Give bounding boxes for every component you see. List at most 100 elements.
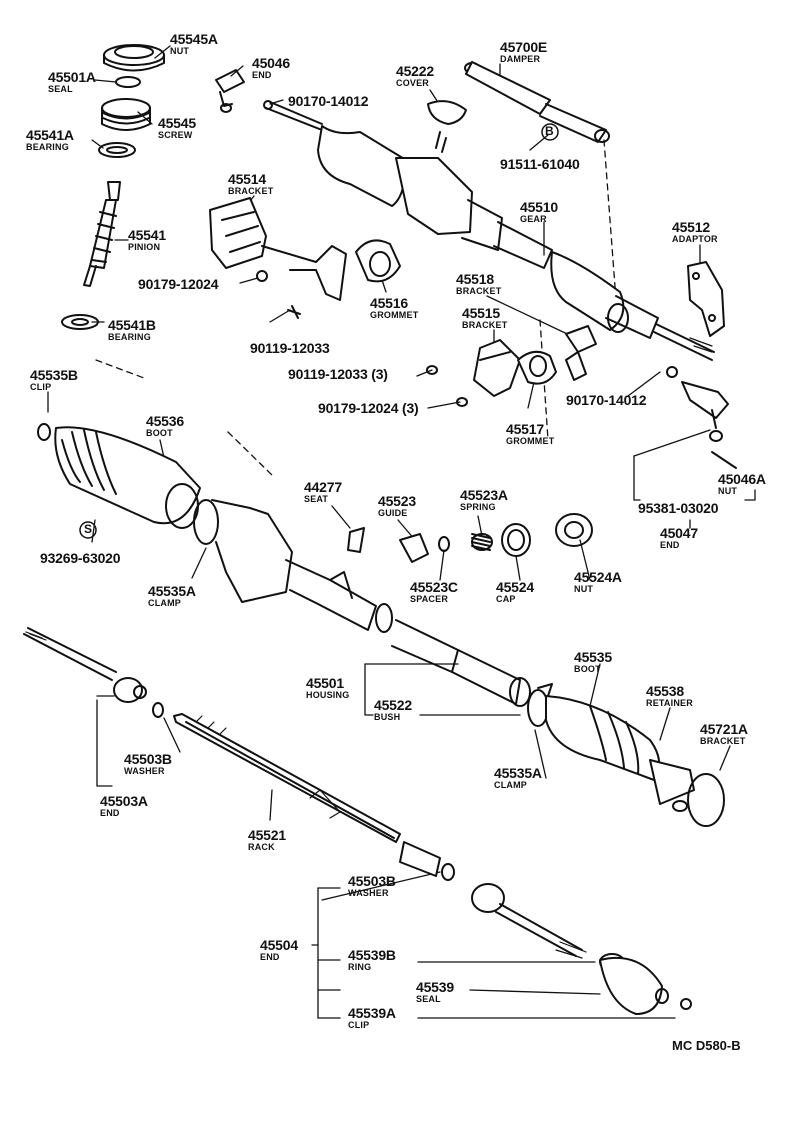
part-number: 45535B [30,367,78,383]
part-number: 45503B [124,751,172,767]
part-number: 45501A [48,69,96,85]
partnum-90170-14012-top[interactable]: 90170-14012 [288,93,369,109]
bracket-lines [311,429,756,1019]
part-name: END [100,808,120,818]
partnum-90119-12033[interactable]: 90119-12033 [250,340,330,356]
partnum-93269-63020[interactable]: 93269-63020 [40,550,121,566]
part-number: 45721A [700,721,748,737]
tie-rod-end-45047 [666,366,737,469]
partnum-95381-03020[interactable]: 95381-03020 [638,500,719,516]
bracket-45514 [209,197,347,319]
part-number: 45222 [396,63,434,79]
part-number: 45047 [660,525,698,541]
part-number: 45514 [228,171,266,187]
part-name: CLAMP [148,598,181,608]
part-name: WASHER [348,888,389,898]
s-marker-text: S [84,522,92,536]
part-name: SCREW [158,130,193,140]
partnum-90119-12033-qty3[interactable]: 90119-12033 (3) [288,366,388,382]
partnum-90179-12024[interactable]: 90179-12024 [138,276,219,292]
part-name: BRACKET [700,736,746,746]
part-number: 45539 [416,979,454,995]
part-name: DAMPER [500,54,541,64]
top-tie-rod-end [215,69,245,113]
part-number: 45541 [128,227,166,243]
part-number: 45523 [378,493,416,509]
part-name: GEAR [520,214,547,224]
part-number: 45545 [158,115,196,131]
part-name: BRACKET [228,186,274,196]
part-name: GUIDE [378,508,408,518]
part-name: BOOT [574,664,601,674]
part-number: 45523C [410,579,458,595]
part-name: BOOT [146,428,173,438]
housing-assembly [37,423,531,707]
part-number: 45536 [146,413,184,429]
part-name: BEARING [108,332,151,342]
part-number: 45504 [260,937,298,953]
part-number: 45700E [500,39,548,55]
part-number: 45516 [370,295,408,311]
grommet-45516 [355,239,401,283]
part-name: CLIP [30,382,52,392]
part-name: BRACKET [462,320,508,330]
part-name: BUSH [374,712,401,722]
part-number: 44277 [304,479,342,495]
partnum-90170-14012-lower[interactable]: 90170-14012 [566,392,647,408]
b-marker-text: B [545,124,554,138]
partnum-90179-12024-qty3[interactable]: 90179-12024 (3) [318,400,419,416]
part-name: GROMMET [506,436,555,446]
part-name: NUT [718,486,738,496]
part-number: 45503A [100,793,148,809]
part-name: HOUSING [306,690,350,700]
leader-lines [47,45,731,901]
partnum-91511-61040[interactable]: 91511-61040 [500,156,580,172]
rack-bar [173,713,441,877]
part-name: END [260,952,280,962]
circle-markers [79,123,559,539]
